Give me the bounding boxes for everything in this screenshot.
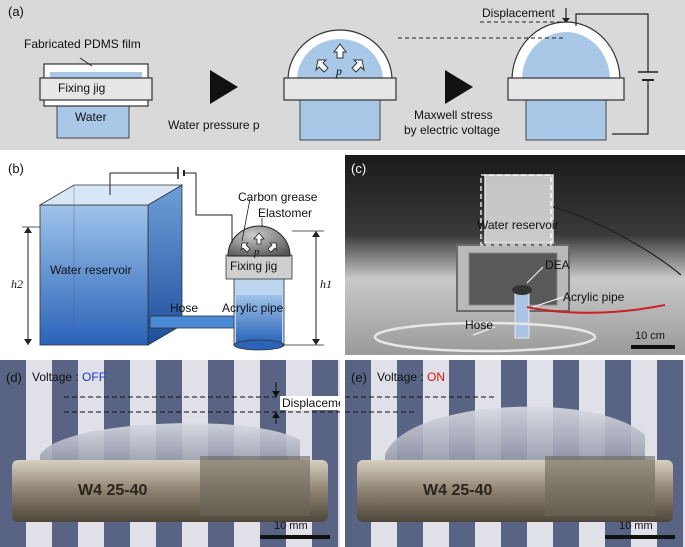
clamp-text-e: W4 25-40 — [423, 482, 493, 499]
film-label: Fabricated PDMS film — [24, 37, 141, 51]
h1-label: h1 — [320, 277, 332, 291]
dome-on — [385, 406, 645, 470]
reservoir-box — [484, 174, 554, 244]
h2-label: h2 — [11, 277, 23, 291]
panel-d-scene — [0, 360, 340, 547]
voltage-on-text: Voltage : ON — [377, 370, 446, 384]
hose — [149, 315, 237, 329]
clamp-screw-e — [545, 456, 655, 516]
panel-a-label: (a) — [8, 4, 24, 19]
circuit-wire-bottom — [612, 80, 649, 135]
displacement-label-a: Displacement — [482, 6, 555, 20]
dea-label: DEA — [545, 258, 570, 272]
pressure-arrows-b — [240, 232, 278, 253]
clamp-screw-d — [200, 456, 310, 516]
jig-label-b: Fixing jig — [230, 259, 278, 273]
panel-c-scene — [373, 174, 682, 353]
voltage-state-on: ON — [427, 370, 446, 384]
panel-c-photo: (c) Water reservoir DEA Acrylic pipe Hos… — [345, 155, 685, 355]
fixing-jig-2 — [283, 77, 397, 101]
fixing-jig-1 — [39, 77, 153, 101]
pipe-label-b: Acrylic pipe — [222, 301, 284, 315]
scale-label-d: 10 mm — [274, 520, 308, 532]
step-arrow-2 — [445, 70, 473, 104]
reservoir-label-c: Water reservoir — [477, 218, 559, 232]
clamp-text-d: W4 25-40 — [78, 482, 148, 499]
displacement-label-d: Displacement — [280, 396, 340, 410]
panel-e-label: (e) — [351, 370, 367, 385]
reservoir-front — [39, 204, 149, 346]
scale-bar-e — [605, 535, 675, 539]
panel-e-scene — [345, 360, 685, 547]
panel-b: (b) Water reservoir Hose Acrylic pipe Fi… — [0, 155, 340, 355]
scale-label-e: 10 mm — [619, 520, 653, 532]
panel-e-photo: (e) Voltage : ON W4 25-40 10 mm — [345, 360, 685, 547]
hose-photo — [373, 321, 597, 353]
elastomer-label: Elastomer — [258, 206, 313, 220]
circuit-wire-top — [575, 13, 649, 72]
wire-b-left — [109, 172, 178, 195]
water-label-a: Water — [75, 110, 107, 124]
voltage-state-off: OFF — [82, 370, 107, 384]
jig-label-a: Fixing jig — [58, 81, 106, 95]
water-column-3 — [525, 94, 607, 141]
panel-c-label: (c) — [351, 161, 367, 176]
water-column-2 — [299, 94, 381, 141]
maxwell-label-line1: Maxwell stress — [414, 108, 493, 122]
panel-b-label: (b) — [8, 161, 24, 176]
p-symbol-b: p — [254, 246, 260, 258]
maxwell-label-line2: by electric voltage — [404, 123, 501, 137]
film-leader-line — [79, 57, 93, 67]
wire-b-right — [184, 172, 233, 243]
dea-device — [512, 285, 532, 295]
panel-a-diagram — [39, 8, 658, 141]
reservoir-top — [38, 184, 184, 206]
reservoir-label-b: Water reservoir — [50, 263, 132, 277]
pipe-label-c: Acrylic pipe — [563, 290, 625, 304]
pressure-arrows — [315, 43, 365, 73]
fixing-jig-b — [225, 254, 293, 280]
hose-label-c: Hose — [465, 318, 494, 332]
panel-d-photo: (d) Voltage : OFF Displacement W4 25-40 … — [0, 360, 340, 547]
p-symbol-a: p — [336, 64, 342, 78]
carbon-grease-label: Carbon grease — [238, 190, 318, 204]
hose-label-b: Hose — [170, 301, 199, 315]
acrylic-pipe-photo — [514, 289, 530, 339]
step-arrow-1 — [210, 70, 238, 104]
scale-bar-c — [631, 345, 675, 349]
panel-a: (a) Fabricated PDMS film Fixing jig Wate… — [0, 0, 685, 150]
scale-label-c: 10 cm — [635, 330, 665, 342]
water-pressure-label: Water pressure p — [168, 118, 260, 132]
scale-bar-d — [260, 535, 330, 539]
panel-b-diagram — [22, 167, 324, 351]
voltage-off-text: Voltage : OFF — [32, 370, 107, 384]
fixing-jig-3 — [507, 77, 625, 101]
reservoir-dashed-frame — [480, 174, 552, 246]
panel-d-label: (d) — [6, 370, 22, 385]
